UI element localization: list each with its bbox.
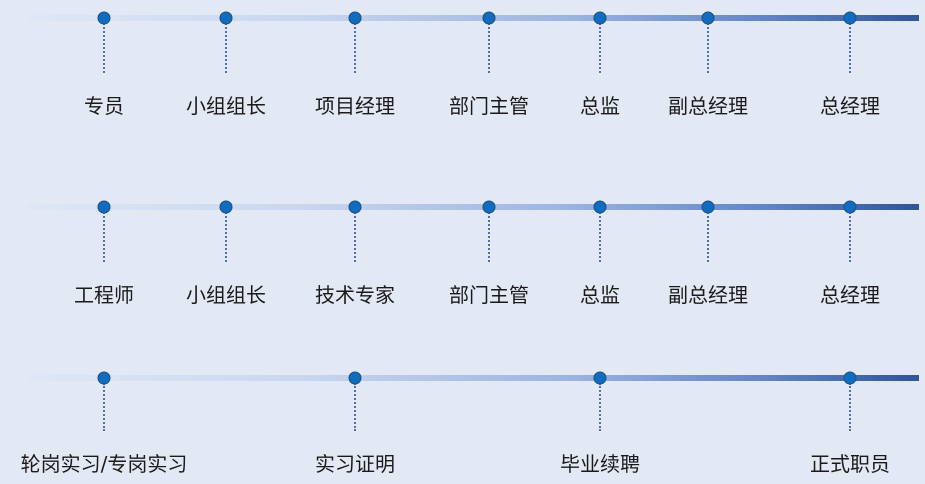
milestone-dot — [593, 11, 607, 25]
stage-label: 总经理 — [820, 283, 880, 307]
connector-line — [488, 212, 490, 262]
milestone-dot — [219, 200, 233, 214]
connector-line — [599, 212, 601, 262]
track-line-technical — [28, 204, 919, 210]
connector-line — [103, 23, 105, 73]
stage-label: 专员 — [84, 94, 124, 118]
connector-line — [354, 212, 356, 262]
milestone-dot — [843, 371, 857, 385]
connector-line — [849, 212, 851, 262]
stage-label: 副总经理 — [668, 94, 748, 118]
stage-label: 工程师 — [74, 283, 134, 307]
connector-line — [599, 383, 601, 431]
stage-label: 项目经理 — [315, 94, 395, 118]
stage-label: 总经理 — [820, 94, 880, 118]
milestone-dot — [348, 200, 362, 214]
milestone-dot — [593, 200, 607, 214]
connector-line — [354, 23, 356, 73]
stage-label: 副总经理 — [668, 283, 748, 307]
stage-label: 实习证明 — [315, 452, 395, 476]
stage-label: 正式职员 — [810, 452, 890, 476]
milestone-dot — [482, 11, 496, 25]
connector-line — [707, 23, 709, 73]
connector-line — [103, 212, 105, 262]
milestone-dot — [348, 371, 362, 385]
connector-line — [225, 23, 227, 73]
stage-label: 轮岗实习/专岗实习 — [20, 452, 188, 476]
stage-label: 小组组长 — [186, 94, 266, 118]
milestone-dot — [219, 11, 233, 25]
stage-label: 部门主管 — [449, 283, 529, 307]
track-line-intern — [28, 375, 919, 381]
connector-line — [599, 23, 601, 73]
stage-label: 小组组长 — [186, 283, 266, 307]
milestone-dot — [97, 11, 111, 25]
connector-line — [849, 23, 851, 73]
milestone-dot — [843, 11, 857, 25]
milestone-dot — [97, 200, 111, 214]
stage-label: 技术专家 — [315, 283, 395, 307]
stage-label: 毕业续聘 — [560, 452, 640, 476]
milestone-dot — [701, 200, 715, 214]
milestone-dot — [348, 11, 362, 25]
stage-label: 部门主管 — [449, 94, 529, 118]
connector-line — [707, 212, 709, 262]
connector-line — [225, 212, 227, 262]
stage-label: 总监 — [580, 283, 620, 307]
milestone-dot — [482, 200, 496, 214]
connector-line — [488, 23, 490, 73]
milestone-dot — [97, 371, 111, 385]
milestone-dot — [593, 371, 607, 385]
milestone-dot — [843, 200, 857, 214]
milestone-dot — [701, 11, 715, 25]
connector-line — [354, 383, 356, 431]
stage-label: 总监 — [580, 94, 620, 118]
connector-line — [103, 383, 105, 431]
connector-line — [849, 383, 851, 431]
track-line-management — [28, 15, 919, 21]
